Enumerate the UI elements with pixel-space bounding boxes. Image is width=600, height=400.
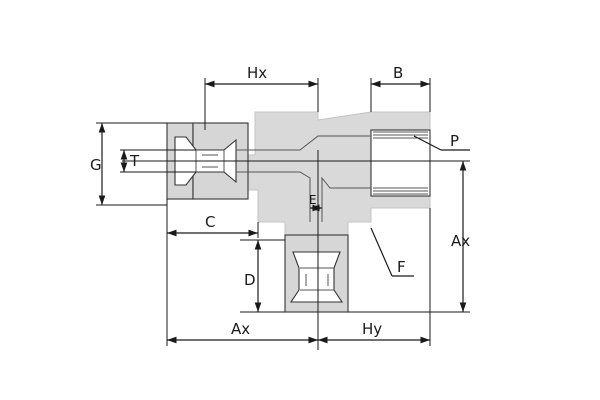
label-ax-horizontal: Ax — [231, 320, 250, 338]
dimension-e: E — [309, 193, 322, 212]
dimension-ax-horizontal: Ax — [166, 199, 318, 346]
bottom-ferrule — [289, 251, 344, 303]
right-threaded-bore — [370, 129, 431, 197]
label-e: E — [309, 193, 317, 207]
dimension-hy: Hy — [318, 208, 431, 346]
fitting-body — [166, 111, 431, 313]
internal-passage — [236, 135, 371, 222]
label-g: G — [90, 156, 102, 174]
dimension-c: C — [166, 199, 259, 238]
dimension-g: G — [90, 122, 167, 206]
dimension-hx: Hx — [204, 64, 319, 130]
leader-p: P — [413, 132, 470, 151]
label-ax-vertical: Ax — [451, 232, 470, 250]
dimension-ax-vertical: Ax — [348, 160, 470, 313]
label-p: P — [450, 132, 459, 150]
label-f: F — [397, 258, 406, 276]
label-t: T — [129, 152, 140, 170]
label-hy: Hy — [362, 320, 382, 338]
right-thread-lines — [373, 131, 428, 195]
dimension-d: D — [240, 239, 285, 313]
dimension-b: B — [370, 64, 431, 112]
bottom-ferrule-detail — [300, 267, 334, 291]
label-hx: Hx — [247, 64, 267, 82]
label-d: D — [244, 271, 256, 289]
leader-f: F — [370, 227, 414, 277]
label-b: B — [393, 64, 403, 82]
label-c: C — [205, 213, 215, 231]
dimension-t: T — [120, 149, 196, 173]
